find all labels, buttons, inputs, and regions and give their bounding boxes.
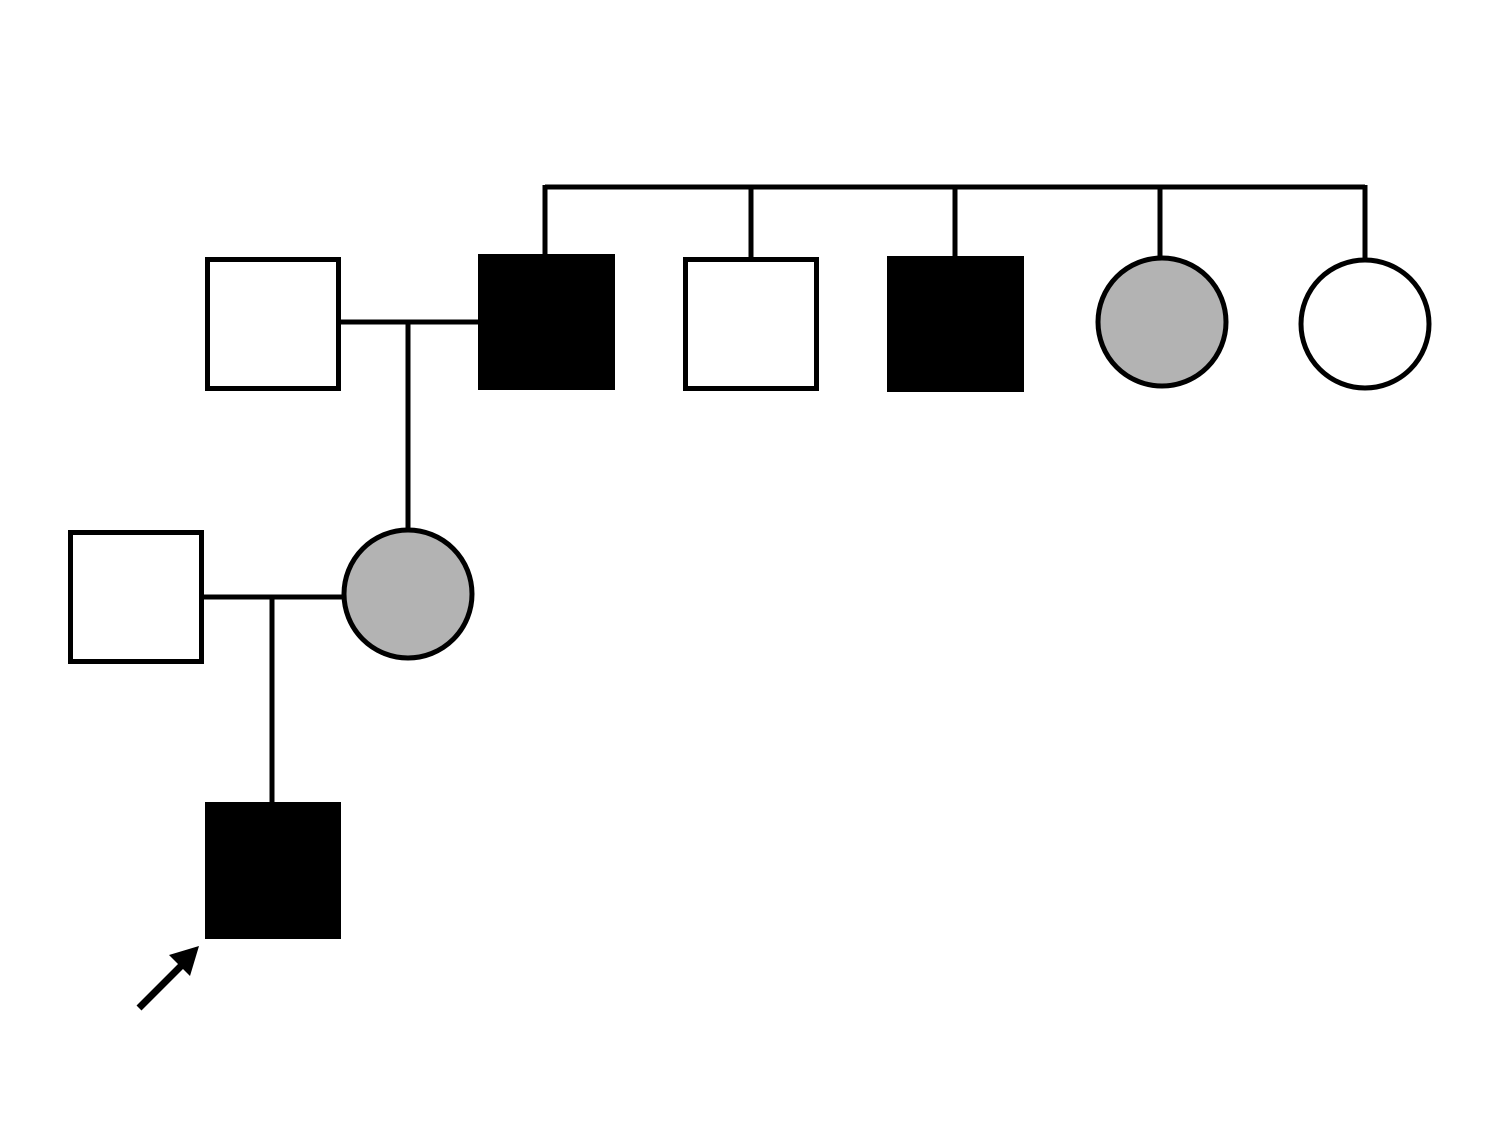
- individuals: [68, 254, 1432, 939]
- male-affected-symbol: [887, 256, 1024, 392]
- female-carrier-symbol: [1095, 255, 1229, 389]
- proband-male-affected-symbol: [205, 802, 341, 939]
- female-carrier-symbol: [341, 527, 475, 661]
- male-unaffected-symbol: [683, 257, 819, 391]
- male-affected-symbol: [478, 254, 615, 390]
- arrow-icon: [136, 946, 199, 1011]
- relationship-lines: [202, 184, 1368, 804]
- male-unaffected-symbol: [205, 257, 341, 391]
- female-unaffected-symbol: [1298, 257, 1432, 391]
- male-unaffected-symbol: [68, 530, 204, 664]
